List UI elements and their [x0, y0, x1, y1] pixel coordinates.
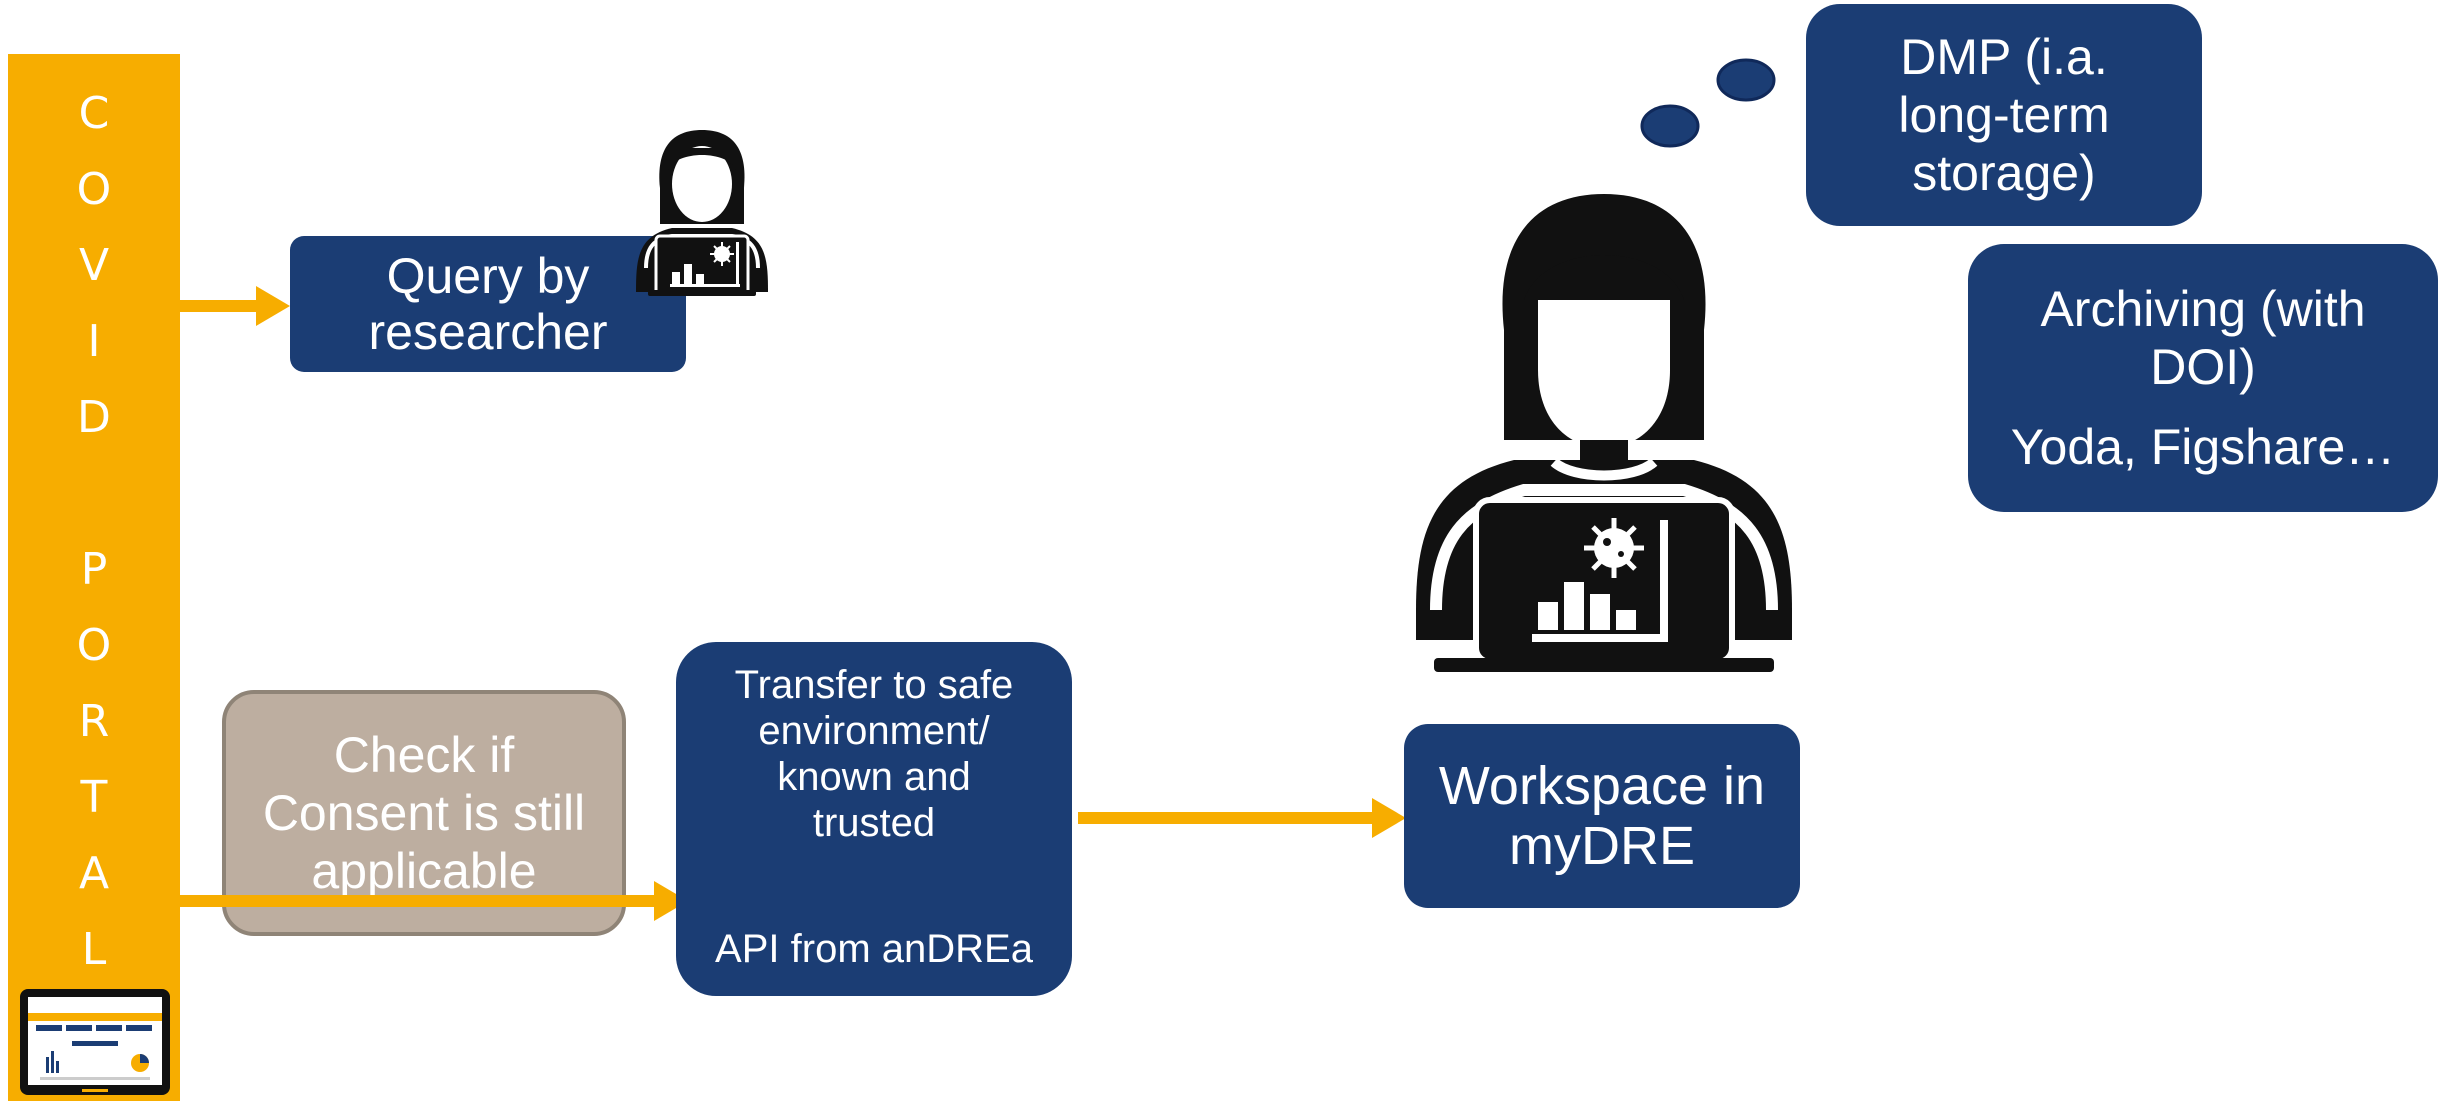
portal-letter: L	[81, 924, 107, 975]
dmp-line-1: DMP (i.a.	[1900, 29, 2108, 85]
dmp-box: DMP (i.a. long-term storage)	[1806, 4, 2202, 226]
transfer-line-3: known and	[777, 755, 971, 799]
archiving-line-1: Archiving (with	[2040, 281, 2366, 337]
transfer-line-1: Transfer to safe	[734, 663, 1014, 707]
consent-line-3: applicable	[311, 843, 537, 899]
workspace-box: Workspace in myDRE	[1404, 724, 1800, 908]
researcher-large-icon	[1416, 194, 1792, 672]
portal-letter: P	[80, 544, 108, 595]
transfer-line-2: environment/	[758, 709, 990, 753]
transfer-api-label: API from anDREa	[715, 927, 1033, 971]
arrow-head-icon	[654, 881, 688, 921]
portal-letter: D	[77, 392, 111, 443]
query-line-1: Query by	[386, 248, 590, 304]
arrow-portal-to-query	[180, 300, 258, 312]
consent-line-1: Check if	[333, 727, 515, 783]
portal-letter: V	[78, 240, 110, 291]
covid-portal-bar: C O V I D P O R T A L	[8, 54, 180, 1101]
researcher-icon	[636, 130, 768, 296]
portal-letter: A	[78, 848, 110, 899]
dmp-line-3: storage)	[1912, 145, 2096, 201]
portal-letter: T	[80, 772, 108, 823]
arrow-portal-to-transfer	[180, 895, 656, 907]
portal-letter: I	[87, 316, 101, 367]
workspace-line-1: Workspace in	[1438, 756, 1766, 816]
archiving-line-2: DOI)	[2150, 339, 2256, 395]
portal-letter: C	[78, 88, 110, 139]
arrow-head-icon	[256, 286, 290, 326]
dmp-line-2: long-term	[1898, 87, 2110, 143]
portal-letter: R	[78, 696, 110, 747]
arrow-head-icon	[1372, 798, 1406, 838]
archiving-line-3: Yoda, Figshare…	[2010, 419, 2396, 475]
thought-bubble-icon	[1640, 58, 1776, 148]
portal-letter: O	[76, 164, 112, 215]
transfer-line-4: trusted	[812, 801, 936, 845]
portal-tablet-icon	[20, 989, 170, 1095]
workspace-line-2: myDRE	[1509, 816, 1695, 876]
consent-line-2: Consent is still	[262, 785, 586, 841]
portal-letter: O	[76, 620, 112, 671]
query-line-2: researcher	[368, 304, 608, 360]
arrow-transfer-to-workspace	[1078, 812, 1378, 824]
archiving-box: Archiving (with DOI) Yoda, Figshare…	[1968, 244, 2438, 512]
transfer-box: Transfer to safe environment/ known and …	[676, 642, 1072, 996]
query-box: Query by researcher	[290, 236, 686, 372]
